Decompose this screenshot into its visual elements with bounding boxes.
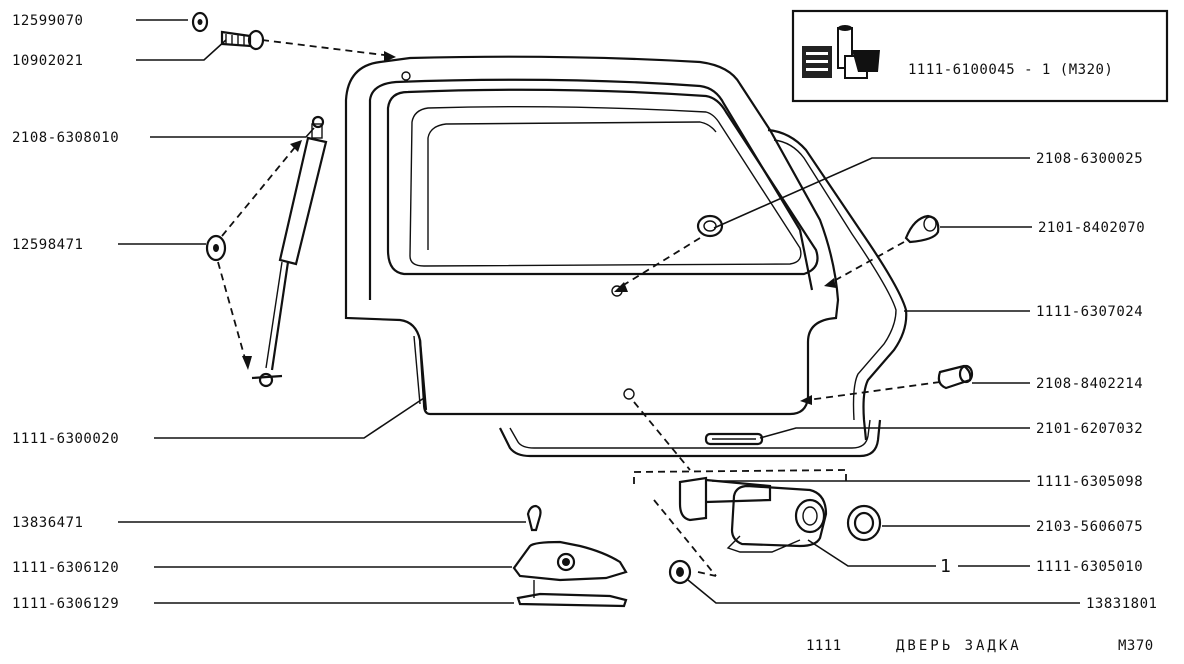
callout-1111-6306120: 1111-6306120 [12,560,119,576]
lock-quantity: 1 [940,556,951,577]
grommet-2108-6300025 [696,214,724,238]
callout-2103-5606075: 2103-5606075 [1036,519,1143,535]
kit-box-icon [802,25,880,79]
callout-2101-6207032: 2101-6207032 [1036,421,1143,437]
washer-12599070 [191,11,209,33]
washer-12598471 [205,234,227,262]
door-seal [767,128,908,441]
gas-strut [251,115,328,388]
lamp-2101-6207032 [704,432,764,446]
callout-labels: 12599070 10902021 2108-6308010 12598471 … [12,13,1157,612]
striker [512,504,628,608]
footer: 1111 ДВЕРЬ ЗАДКА M370 [806,638,1154,654]
callout-2108-6300025: 2108-6300025 [1036,151,1143,167]
callout-13831801: 13831801 [1086,596,1157,612]
footer-page: M370 [1118,638,1154,654]
callout-1111-6305010: 1111-6305010 [1036,559,1143,575]
callout-2108-8402214: 2108-8402214 [1036,376,1143,392]
callout-10902021: 10902021 [12,53,83,69]
tailgate-door [344,55,882,458]
callout-1111-6306129: 1111-6306129 [12,596,119,612]
callout-1111-6305098: 1111-6305098 [1036,474,1143,490]
bumper-2108-8402214 [937,364,974,390]
bolt-10902021 [220,29,265,51]
nut-13831801 [668,559,692,585]
bumper-2101-8402070 [904,214,940,244]
footer-title: ДВЕРЬ ЗАДКА [896,638,1022,654]
callout-1111-6307024: 1111-6307024 [1036,304,1143,320]
lock-assembly [633,469,847,577]
callout-13836471: 13836471 [12,515,83,531]
ring-2103-5606075 [846,504,882,542]
callout-12599070: 12599070 [12,13,83,29]
leader-lines [118,19,1080,604]
footer-model: 1111 [806,638,842,654]
assembly-dash-lines [217,39,941,471]
callout-2108-6308010: 2108-6308010 [12,130,119,146]
kit-box: 1111-6100045 - 1 (M320) [791,9,1169,103]
callout-12598471: 12598471 [12,237,83,253]
callout-1111-6300020: 1111-6300020 [12,431,119,447]
callout-2101-8402070: 2101-8402070 [1038,220,1145,236]
kit-box-text: 1111-6100045 - 1 (M320) [908,62,1113,78]
